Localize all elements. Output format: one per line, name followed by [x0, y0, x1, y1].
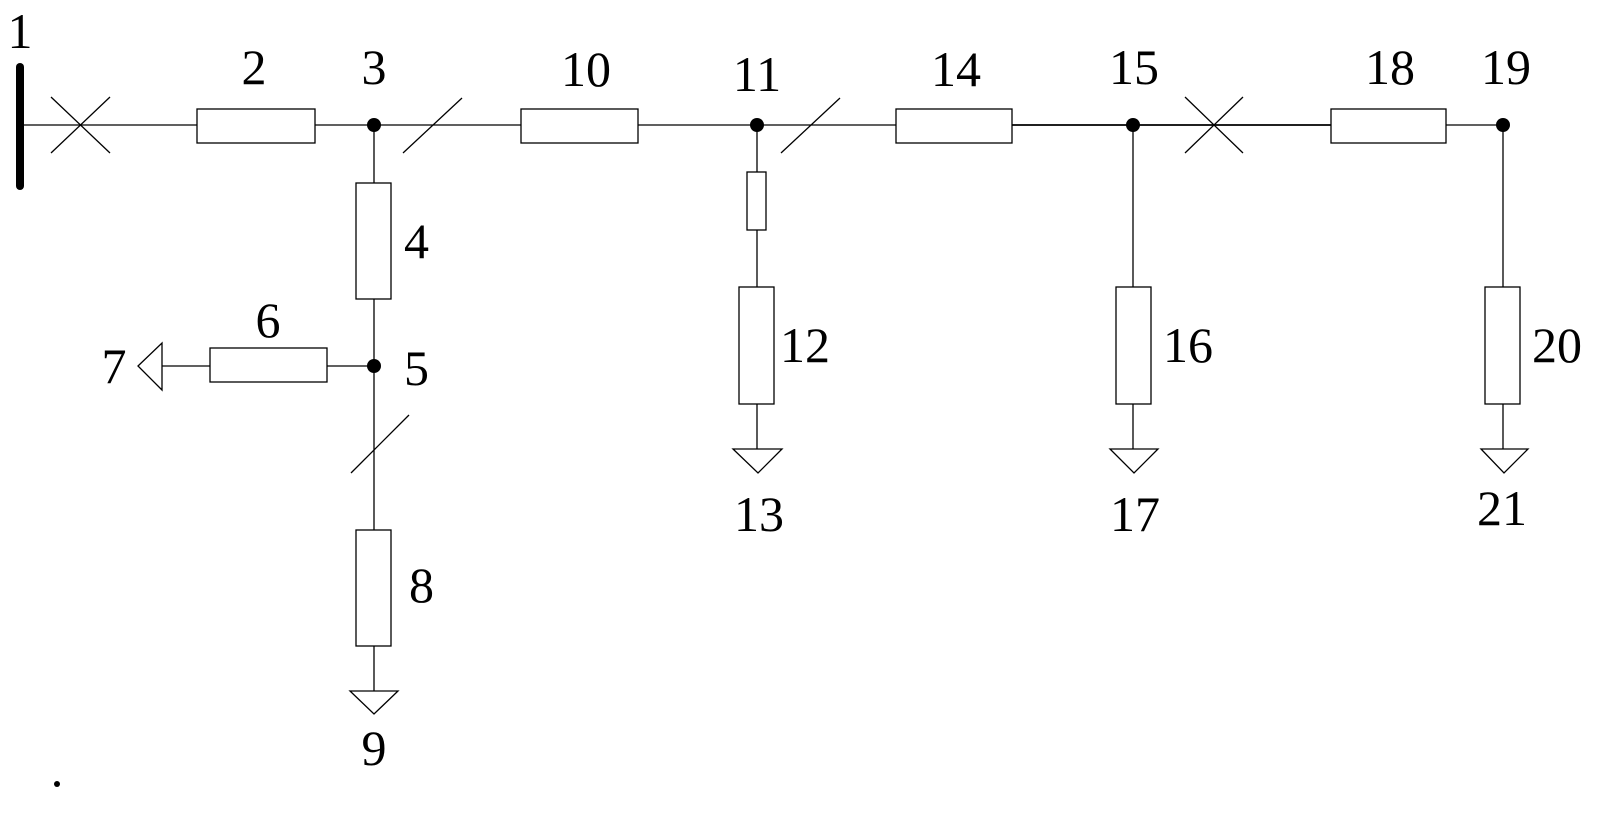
impedance-4: [356, 183, 391, 299]
label-20: 20: [1532, 317, 1582, 373]
fuse-icon: [747, 172, 766, 230]
label-14: 14: [931, 41, 981, 97]
impedance-8: [356, 530, 391, 646]
impedance-6: [210, 348, 327, 382]
label-16: 16: [1163, 317, 1213, 373]
terminal-triangle-icon: [138, 343, 162, 390]
label-13: 13: [734, 486, 784, 542]
node-15: [1126, 118, 1140, 132]
impedance-2: [197, 109, 315, 143]
impedance-12: [739, 287, 774, 404]
ground-icon: [733, 449, 782, 473]
label-3: 3: [362, 39, 387, 95]
impedance-18: [1331, 109, 1446, 143]
label-9: 9: [362, 720, 387, 776]
label-12: 12: [780, 317, 830, 373]
label-7: 7: [102, 338, 127, 394]
label-11: 11: [733, 46, 781, 102]
ground-icon: [1110, 449, 1158, 473]
ground-icon: [350, 691, 398, 714]
node-11: [750, 118, 764, 132]
node-19: [1496, 118, 1510, 132]
impedance-16: [1116, 287, 1151, 404]
label-19: 19: [1481, 39, 1531, 95]
node-3: [367, 118, 381, 132]
label-15: 15: [1109, 39, 1159, 95]
switch-slash-icon: [351, 415, 409, 473]
label-18: 18: [1365, 39, 1415, 95]
label-5: 5: [404, 340, 429, 396]
stray-dot: [54, 781, 60, 787]
label-6: 6: [256, 292, 281, 348]
ground-icon: [1481, 449, 1528, 473]
label-21: 21: [1477, 480, 1527, 536]
impedance-20: [1485, 287, 1520, 404]
label-8: 8: [409, 557, 434, 613]
impedance-10: [521, 109, 638, 143]
label-17: 17: [1110, 486, 1160, 542]
label-4: 4: [404, 213, 429, 269]
label-1: 1: [8, 3, 33, 59]
label-2: 2: [242, 39, 267, 95]
impedance-14: [896, 109, 1012, 143]
label-10: 10: [561, 41, 611, 97]
